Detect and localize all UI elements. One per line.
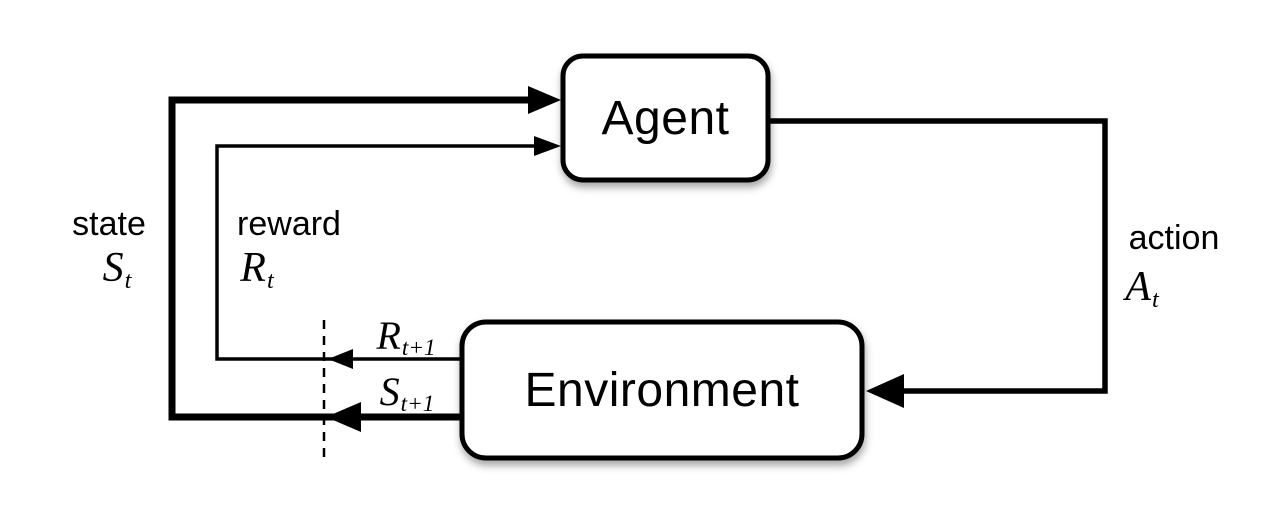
- next-reward-symbol: Rt+1: [376, 313, 436, 362]
- next-state-arrowhead-at-boundary: [326, 402, 361, 432]
- reward-symbol: Rt: [240, 245, 274, 294]
- environment-label: Environment: [524, 363, 800, 417]
- state-feedback-line: [168, 96, 530, 421]
- state-arrowhead-into-agent: [528, 86, 561, 114]
- agent-box: [560, 53, 771, 183]
- reward-label: reward: [237, 205, 341, 243]
- state-symbol: St: [102, 245, 132, 294]
- reward-arrowhead-into-agent: [534, 136, 561, 156]
- action-symbol: At: [1125, 264, 1159, 313]
- environment-box: [459, 319, 865, 461]
- agent-label: Agent: [601, 91, 730, 145]
- next-reward-arrowhead-at-boundary: [328, 349, 353, 369]
- state-label: state: [72, 205, 146, 243]
- action-arrowhead-into-environment: [866, 374, 904, 408]
- next-state-symbol: St+1: [379, 369, 435, 418]
- action-label: action: [1128, 219, 1220, 257]
- action-line: [768, 118, 1108, 394]
